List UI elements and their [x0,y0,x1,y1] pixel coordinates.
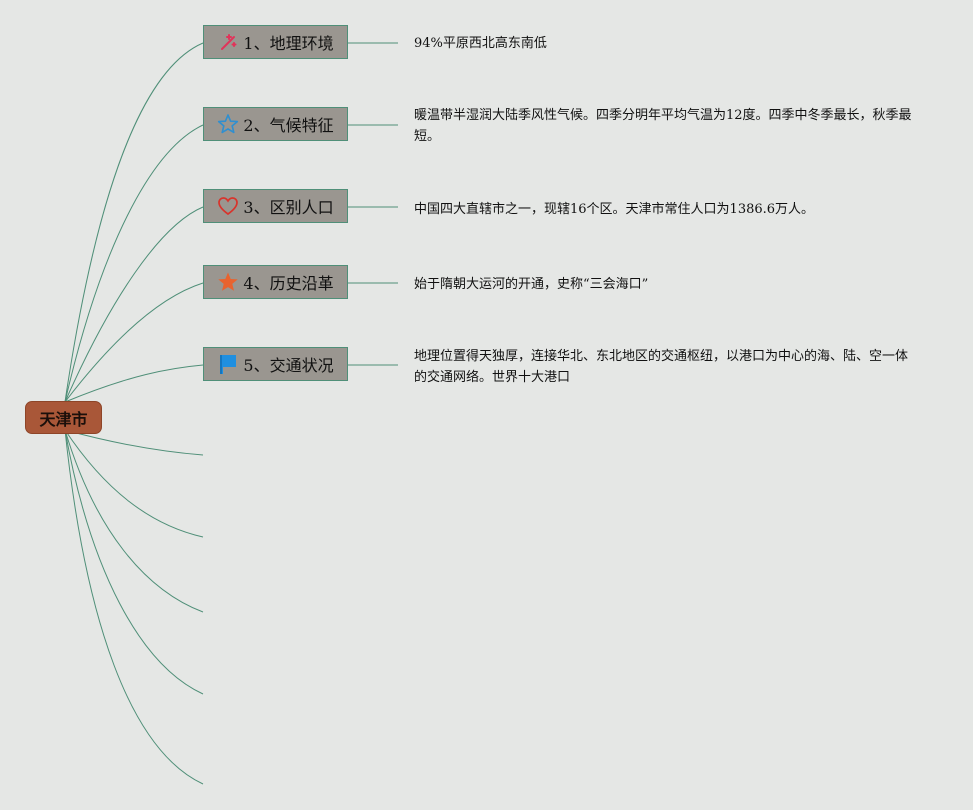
branch-line-6 [64,429,204,456]
star-filled-icon [217,271,239,293]
note-5: 地理位置得天独厚，连接华北、东北地区的交通枢纽，以港口为中心的海、陆、空一体的交… [414,349,909,385]
topic-label-1: 1、地理环境 [243,34,334,53]
note-4: 始于隋朝大运河的开通，史称“三会海口” [414,277,649,292]
flag-icon [217,353,239,375]
branch-line-2 [64,124,204,403]
star-outline-icon [217,113,239,135]
topic-node-2[interactable]: 2、气候特征 [203,107,348,141]
sparkle-icon [217,31,239,53]
topic-node-5[interactable]: 5、交通状况 [203,347,348,381]
root-node[interactable]: 天津市 [25,401,102,434]
note-1: 94%平原西北高东南低 [414,36,547,51]
heart-outline-icon [217,195,239,217]
branch-line-10 [64,429,204,785]
branch-line-1 [64,42,204,403]
branch-line-8 [64,429,204,613]
root-label: 天津市 [39,409,88,429]
branch-line-9 [64,429,204,695]
topic-label-5: 5、交通状况 [243,356,334,375]
note-2: 暖温带半湿润大陆季风性气候。四季分明年平均气温为12度。四季中冬季最长，秋季最短… [414,108,912,144]
topic-node-4[interactable]: 4、历史沿革 [203,265,348,299]
branch-line-7 [64,429,204,538]
note-3: 中国四大直辖市之一，现辖16个区。天津市常住人口为1386.6万人。 [414,202,815,217]
topic-label-2: 2、气候特征 [243,116,334,135]
topic-label-4: 4、历史沿革 [243,274,334,293]
topic-label-3: 3、区别人口 [243,198,334,217]
branch-line-3 [64,206,204,403]
branch-line-4 [64,282,204,403]
branch-line-5 [64,364,204,403]
topic-node-3[interactable]: 3、区别人口 [203,189,348,223]
topic-node-1[interactable]: 1、地理环境 [203,25,348,59]
